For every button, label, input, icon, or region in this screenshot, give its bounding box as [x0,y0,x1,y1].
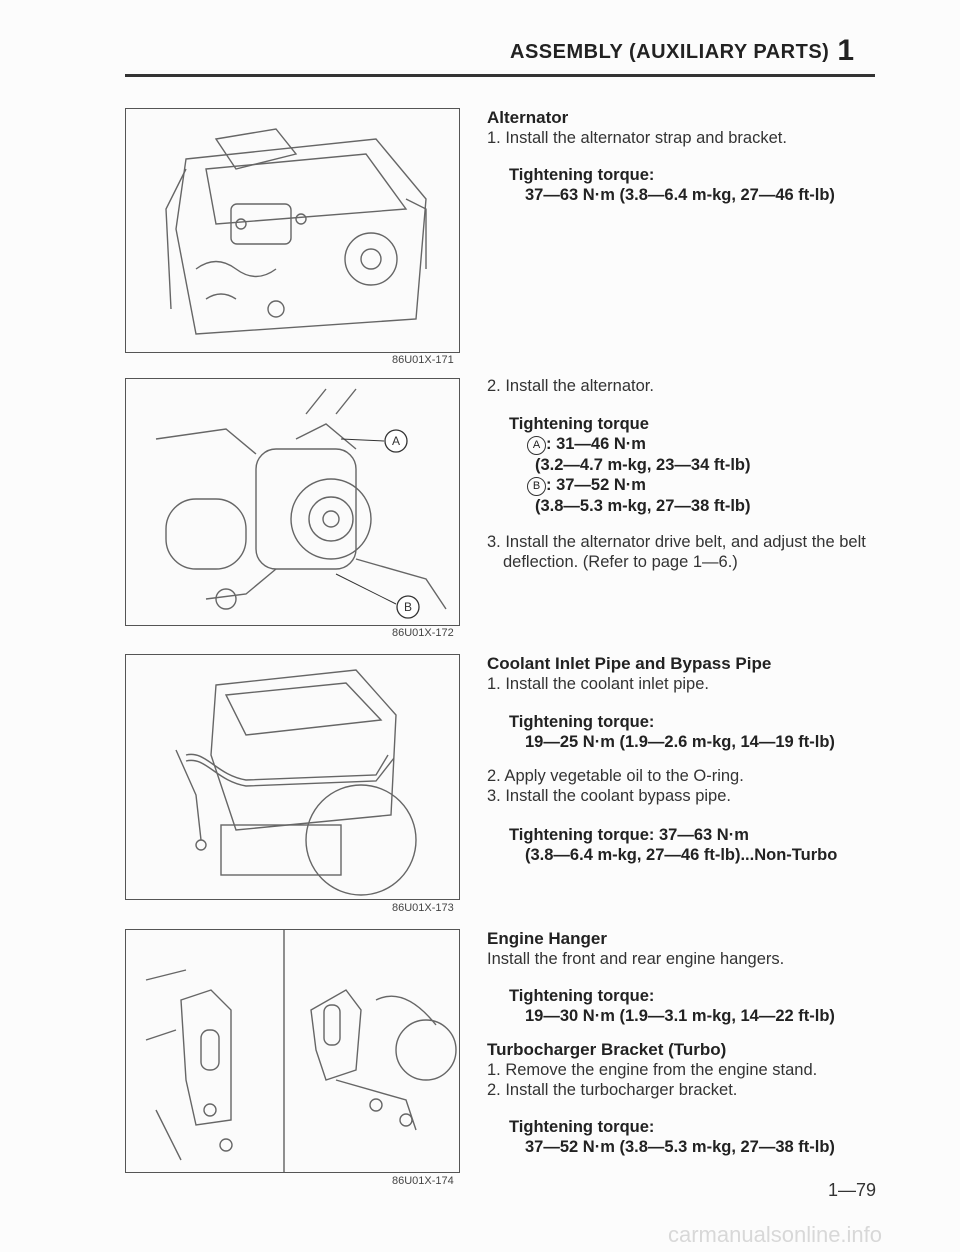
torque-label: Tightening torque: [509,166,655,184]
torque-value: 37—63 N·m (3.8—6.4 m-kg, 27—46 ft-lb) [525,186,835,204]
coolant-torque-2: Tightening torque: 37—63 N·m (3.8—6.4 m-… [509,825,837,865]
figure-caption: 86U01X-171 [392,354,454,366]
engine-hanger-text: Install the front and rear engine hanger… [487,950,785,968]
heading-engine-hanger: Engine Hanger [487,929,607,948]
step-3-line-2: deflection. (Refer to page 1—6.) [503,553,738,571]
torque-line-1: Tightening torque: 37—63 N·m [509,826,749,844]
coolant-torque-1: Tightening torque: 19—25 N·m (1.9—2.6 m-… [509,712,835,752]
header-title: ASSEMBLY (AUXILIARY PARTS) [510,41,830,63]
engine-hanger-torque: Tightening torque: 19—30 N·m (1.9—3.1 m-… [509,986,835,1026]
figure-caption: 86U01X-174 [392,1175,454,1187]
chapter-number: 1 [837,34,855,67]
heading-turbo-bracket: Turbocharger Bracket (Turbo) [487,1040,727,1059]
torque-value: 19—25 N·m (1.9—2.6 m-kg, 14—19 ft-lb) [525,733,835,751]
heading-coolant: Coolant Inlet Pipe and Bypass Pipe [487,654,772,673]
alternator-torque-1: Tightening torque: 37—63 N·m (3.8—6.4 m-… [509,165,835,205]
callout-a-marker: A [527,436,546,455]
alternator-step-2: 2. Install the alternator. [487,377,654,395]
callout-a-label: A [392,434,400,448]
torque-label: Tightening torque: [509,713,655,731]
heading-alternator: Alternator [487,108,569,127]
torque-line-2: (3.8—6.4 m-kg, 27—46 ft-lb)...Non-Turbo [525,846,838,864]
figure-caption: 86U01X-172 [392,627,454,639]
callout-b-label: B [404,600,412,614]
page-header: ASSEMBLY (AUXILIARY PARTS) 1 [510,34,855,68]
callout-b-marker: B [527,477,546,496]
torque-value: 19—30 N·m (1.9—3.1 m-kg, 14—22 ft-lb) [525,1007,835,1025]
figure-caption: 86U01X-173 [392,902,454,914]
alternator-step-1: 1. Install the alternator strap and brac… [487,129,787,147]
alternator-step-3: 3. Install the alternator drive belt, an… [487,532,866,572]
figure-alternator-bracket [125,108,460,353]
alternator-torque-2: Tightening torque A: 31—46 N·m (3.2—4.7 … [509,414,750,516]
coolant-step-2: 2. Apply vegetable oil to the O-ring. [487,767,744,785]
engine-bracket-illustration [165,128,427,335]
alternator-illustration: A B [155,388,447,619]
torque-label: Tightening torque [509,415,649,433]
turbo-torque: Tightening torque: 37—52 N·m (3.8—5.3 m-… [509,1117,835,1157]
torque-a-sub: (3.2—4.7 m-kg, 23—34 ft-lb) [535,456,751,474]
torque-b-value: : 37—52 N·m [546,476,646,494]
coolant-pipe-illustration [175,669,417,896]
figure-coolant-pipes [125,654,460,900]
engine-hanger-illustration [145,930,457,1172]
torque-value: 37—52 N·m (3.8—5.3 m-kg, 27—38 ft-lb) [525,1138,835,1156]
watermark: carmanualsonline.info [668,1222,883,1247]
header-rule [125,74,875,77]
figure-alternator: A B [125,378,460,626]
figure-engine-hangers [125,929,460,1173]
torque-a-value: : 31—46 N·m [546,435,646,453]
torque-label: Tightening torque: [509,987,655,1005]
turbo-step-1: 1. Remove the engine from the engine sta… [487,1061,818,1079]
torque-label: Tightening torque: [509,1118,655,1136]
coolant-step-3: 3. Install the coolant bypass pipe. [487,787,731,805]
turbo-step-2: 2. Install the turbocharger bracket. [487,1081,738,1099]
coolant-step-1: 1. Install the coolant inlet pipe. [487,675,709,693]
step-3-line-1: 3. Install the alternator drive belt, an… [487,533,866,551]
page-number: 1—79 [828,1180,877,1200]
torque-b-sub: (3.8—5.3 m-kg, 27—38 ft-lb) [535,497,751,515]
